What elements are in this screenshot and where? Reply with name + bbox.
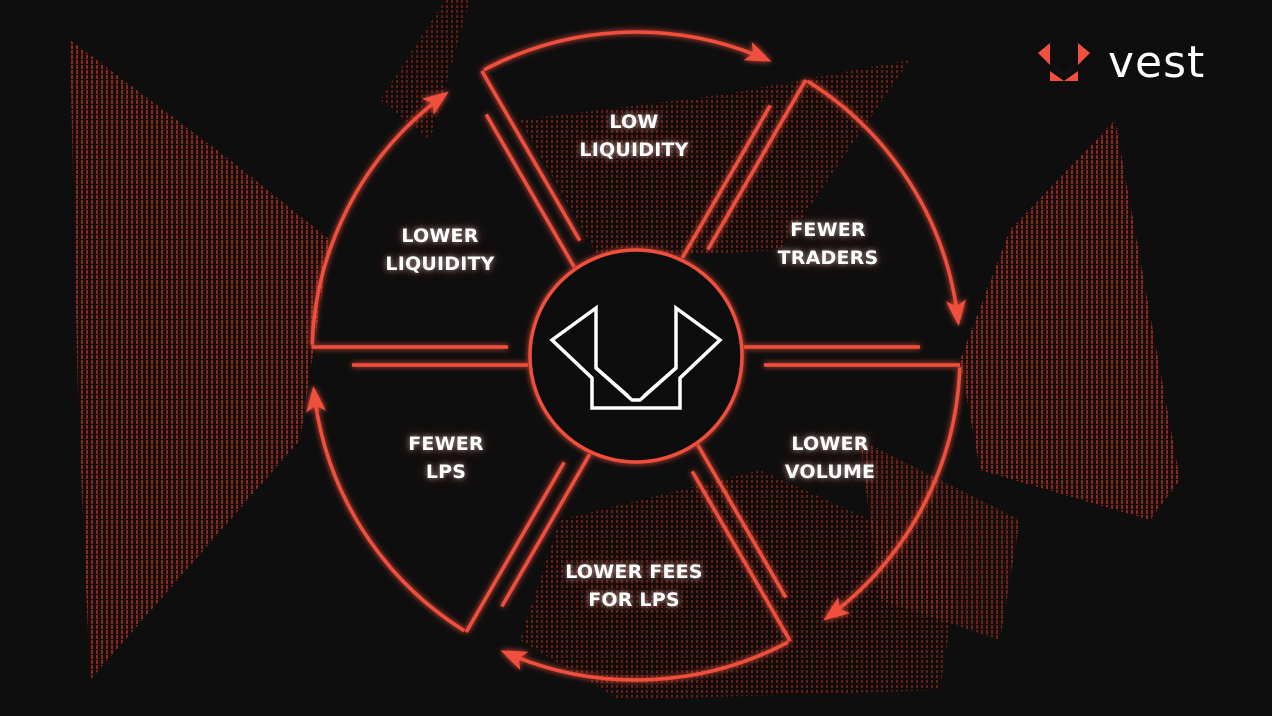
segment-line: FOR LPS bbox=[588, 589, 680, 611]
segment-line: FEWER bbox=[408, 433, 484, 455]
arrowhead bbox=[945, 299, 966, 327]
brand-name: vest bbox=[1108, 37, 1206, 88]
arrowhead bbox=[306, 385, 327, 413]
spoke-line bbox=[680, 104, 772, 259]
segment-lower-fees-for-lps: LOWER FEES FOR LPS bbox=[554, 558, 714, 614]
arrowhead bbox=[743, 41, 772, 62]
bg-shard-bottom-right bbox=[860, 440, 1020, 640]
segment-line: LIQUIDITY bbox=[385, 253, 495, 275]
bg-shard-bottom bbox=[520, 470, 960, 700]
segment-line: LPS bbox=[425, 461, 467, 483]
spoke-line bbox=[500, 453, 592, 608]
arrowhead bbox=[823, 597, 851, 621]
ring-arc bbox=[834, 367, 962, 613]
brand-logo: vest bbox=[1036, 38, 1205, 88]
segment-line: LIQUIDITY bbox=[579, 139, 689, 161]
arrowhead bbox=[421, 91, 449, 115]
spoke-line bbox=[696, 444, 788, 599]
bg-shard-left-top bbox=[380, 0, 470, 140]
segment-fewer-lps: FEWER LPS bbox=[366, 430, 526, 486]
segment-line: LOW bbox=[609, 111, 659, 133]
bg-shard-right bbox=[960, 120, 1180, 520]
segment-fewer-traders: FEWER TRADERS bbox=[748, 216, 908, 272]
arrowhead bbox=[500, 650, 529, 671]
ring-arc bbox=[313, 400, 466, 633]
ring-arc bbox=[806, 79, 959, 312]
segment-line: LOWER bbox=[401, 225, 479, 247]
segment-low-liquidity: LOW LIQUIDITY bbox=[554, 108, 714, 164]
center-hub bbox=[528, 248, 744, 464]
segment-line: FEWER bbox=[790, 219, 866, 241]
spoke-line bbox=[480, 70, 582, 242]
bg-shard-left bbox=[70, 40, 330, 680]
vest-logo-icon bbox=[549, 304, 723, 410]
segment-lower-volume: LOWER VOLUME bbox=[750, 430, 910, 486]
spoke-line bbox=[484, 113, 576, 268]
segment-line: VOLUME bbox=[784, 461, 876, 483]
segment-lower-liquidity: LOWER LIQUIDITY bbox=[360, 222, 520, 278]
ring-arc bbox=[310, 99, 438, 345]
spoke-line bbox=[706, 79, 808, 251]
spoke-line bbox=[464, 461, 566, 633]
segment-line: LOWER bbox=[791, 433, 869, 455]
ring-arc bbox=[513, 640, 789, 682]
bg-shard-center-top bbox=[520, 60, 910, 260]
spoke-line bbox=[690, 470, 792, 642]
segment-line: LOWER FEES bbox=[565, 561, 703, 583]
ring-arc bbox=[483, 30, 759, 72]
segment-line: TRADERS bbox=[777, 247, 879, 269]
vest-logo-icon bbox=[1038, 43, 1090, 81]
